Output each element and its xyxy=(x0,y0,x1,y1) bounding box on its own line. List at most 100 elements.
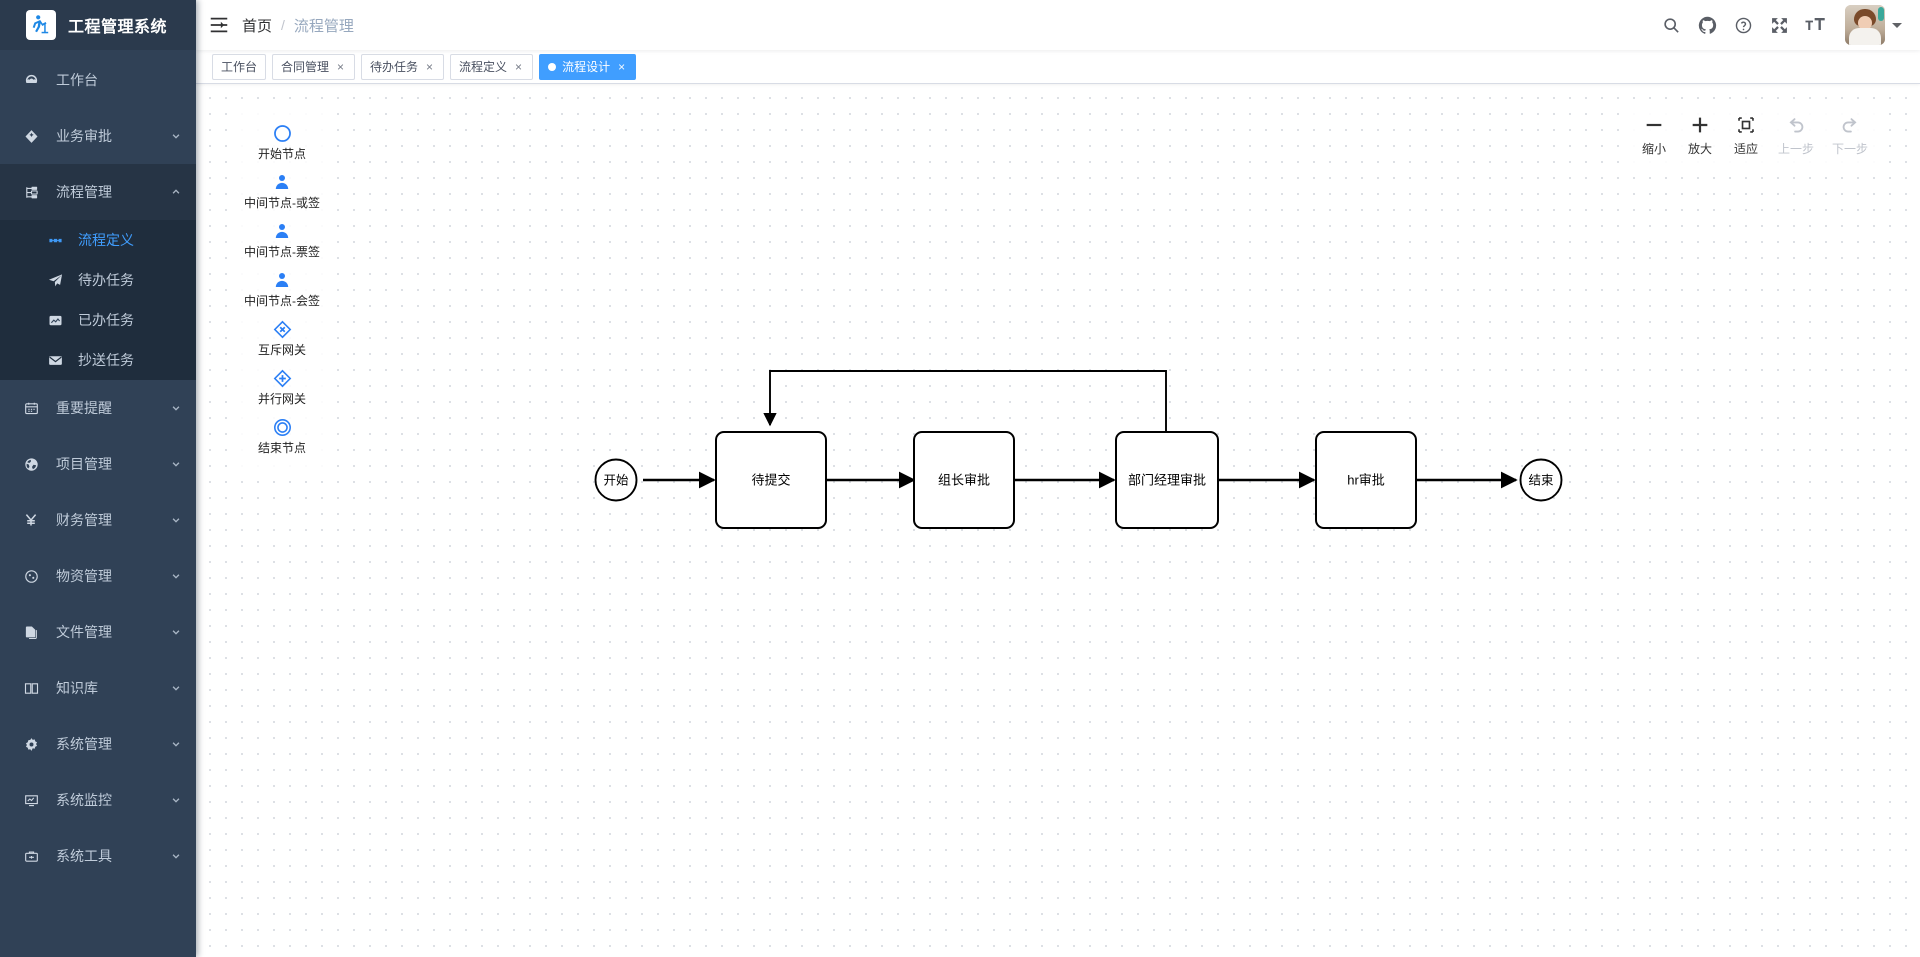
sidebar-item-todo-task[interactable]: 待办任务 xyxy=(0,260,196,300)
toolbox-icon xyxy=(20,849,42,864)
zoom-in-button[interactable]: 放大 xyxy=(1686,114,1714,157)
paper-plane-icon xyxy=(44,273,66,288)
font-size-icon[interactable] xyxy=(1797,0,1833,50)
user-task-icon xyxy=(272,220,292,242)
zoom-in-label: 放大 xyxy=(1687,142,1712,156)
chevron-down-icon[interactable] xyxy=(1892,22,1902,28)
tab-todo-task[interactable]: 待办任务 × xyxy=(361,53,445,80)
main-container: 首页 / 流程管理 xyxy=(196,0,1920,957)
sidebar-item-business-approval[interactable]: 业务审批 xyxy=(0,108,196,164)
tab-flow-definition[interactable]: 流程定义 × xyxy=(450,53,534,80)
sidebar-item-system-monitor[interactable]: 系统监控 xyxy=(0,772,196,828)
redo-button[interactable]: 下一步 xyxy=(1832,114,1868,157)
sidebar-item-label: 文件管理 xyxy=(56,624,112,640)
sidebar-item-finance-management[interactable]: 财务管理 xyxy=(0,492,196,548)
palette-item-label: 中间节点-票签 xyxy=(244,245,320,259)
chevron-down-icon xyxy=(170,795,182,805)
user-task-icon xyxy=(272,171,292,193)
monitor-icon xyxy=(20,793,42,808)
sidebar-item-flow-management[interactable]: 流程管理 xyxy=(0,164,196,220)
done-task-icon xyxy=(44,313,66,328)
close-icon[interactable]: × xyxy=(515,59,523,74)
close-icon[interactable]: × xyxy=(618,59,626,74)
undo-button[interactable]: 上一步 xyxy=(1778,114,1814,157)
sidebar-item-label: 重要提醒 xyxy=(56,400,112,416)
sidebar-menu: 工作台 业务审批 xyxy=(0,50,196,957)
flow-designer-canvas[interactable]: 开始节点 中间节点-或签 中间节 xyxy=(196,84,1920,957)
sidebar-item-flow-definition[interactable]: 流程定义 xyxy=(0,220,196,260)
sidebar-item-system-tools[interactable]: 系统工具 xyxy=(0,828,196,884)
logo-bar[interactable]: 工程管理系统 xyxy=(0,0,196,50)
sidebar-item-label: 工作台 xyxy=(56,72,98,88)
node-end[interactable]: 结束 xyxy=(1519,458,1563,502)
tab-label: 流程设计 xyxy=(562,60,611,74)
sidebar-item-project-management[interactable]: 项目管理 xyxy=(0,436,196,492)
tab-flow-design[interactable]: 流程设计 × xyxy=(539,53,637,80)
end-circle-icon xyxy=(272,416,293,438)
user-menu[interactable] xyxy=(1845,5,1902,45)
palette-item-mid-node-ticket-sign[interactable]: 中间节点-票签 xyxy=(236,214,328,263)
help-circle-icon[interactable] xyxy=(1725,0,1761,50)
palette-item-mid-node-countersign[interactable]: 中间节点-会签 xyxy=(236,263,328,312)
palette-item-start-node[interactable]: 开始节点 xyxy=(236,116,328,165)
chevron-down-icon xyxy=(170,403,182,413)
sidebar-item-system-management[interactable]: 系统管理 xyxy=(0,716,196,772)
github-icon[interactable] xyxy=(1689,0,1725,50)
user-task-icon xyxy=(272,269,292,291)
hamburger-menu-icon[interactable] xyxy=(196,0,242,50)
flow-icon xyxy=(20,185,42,200)
node-hr-approval[interactable]: hr审批 xyxy=(1315,431,1417,529)
sidebar-item-cc-task[interactable]: 抄送任务 xyxy=(0,340,196,380)
sidebar-item-knowledge-base[interactable]: 知识库 xyxy=(0,660,196,716)
avatar[interactable] xyxy=(1845,5,1885,45)
flow-diagram[interactable]: 开始 待提交 组长审批 部门经理审批 xyxy=(196,84,1920,957)
tab-label: 流程定义 xyxy=(459,60,508,74)
sidebar-item-label: 知识库 xyxy=(56,680,98,696)
redo-icon xyxy=(1839,114,1861,136)
breadcrumb-item-flow-management[interactable]: 流程管理 xyxy=(293,17,354,35)
node-manager-approval[interactable]: 部门经理审批 xyxy=(1115,431,1219,529)
chevron-down-icon xyxy=(170,571,182,581)
chevron-down-icon xyxy=(170,851,182,861)
chevron-down-icon xyxy=(170,739,182,749)
worker-surveyor-icon xyxy=(26,10,56,40)
fullscreen-icon[interactable] xyxy=(1761,0,1797,50)
sidebar-item-workbench[interactable]: 工作台 xyxy=(0,52,196,108)
search-icon[interactable] xyxy=(1653,0,1689,50)
sidebar-item-done-task[interactable]: 已办任务 xyxy=(0,300,196,340)
palette-item-label: 中间节点-会签 xyxy=(244,294,320,308)
palette-item-exclusive-gateway[interactable]: 互斥网关 xyxy=(236,312,328,361)
yen-icon xyxy=(20,512,42,528)
sidebar-item-label: 系统工具 xyxy=(56,848,112,864)
sidebar-item-label: 流程定义 xyxy=(78,232,134,248)
chevron-down-icon xyxy=(170,683,182,693)
sidebar-item-important-reminder[interactable]: 重要提醒 xyxy=(0,380,196,436)
sidebar-item-label: 系统管理 xyxy=(56,736,112,752)
tab-contract-management[interactable]: 合同管理 × xyxy=(272,53,356,80)
chevron-down-icon xyxy=(170,627,182,637)
node-palette: 开始节点 中间节点-或签 中间节 xyxy=(234,106,330,471)
node-submit[interactable]: 待提交 xyxy=(715,431,827,529)
fit-screen-button[interactable]: 适应 xyxy=(1732,114,1760,157)
palette-item-mid-node-or-sign[interactable]: 中间节点-或签 xyxy=(236,165,328,214)
palette-item-parallel-gateway[interactable]: 并行网关 xyxy=(236,361,328,410)
close-icon[interactable]: × xyxy=(337,59,345,74)
tab-workbench[interactable]: 工作台 xyxy=(212,53,267,80)
flow-definition-icon xyxy=(44,233,66,248)
tab-label: 合同管理 xyxy=(281,60,330,74)
zoom-out-button[interactable]: 缩小 xyxy=(1640,114,1668,157)
zoom-toolbar: 缩小 放大 适应 xyxy=(1623,106,1884,163)
sidebar-submenu-flow-management: 流程定义 待办任务 xyxy=(0,220,196,380)
node-start[interactable]: 开始 xyxy=(594,458,638,502)
sidebar-item-file-management[interactable]: 文件管理 xyxy=(0,604,196,660)
palette-item-end-node[interactable]: 结束节点 xyxy=(236,410,328,459)
sidebar-item-label: 系统监控 xyxy=(56,792,112,808)
node-leader-approval[interactable]: 组长审批 xyxy=(913,431,1015,529)
sidebar-item-label: 已办任务 xyxy=(78,312,134,328)
close-icon[interactable]: × xyxy=(426,59,434,74)
sidebar-item-material-management[interactable]: 物资管理 xyxy=(0,548,196,604)
start-circle-icon xyxy=(272,122,293,144)
book-icon xyxy=(20,681,42,696)
navbar: 首页 / 流程管理 xyxy=(196,0,1920,50)
undo-label: 上一步 xyxy=(1777,142,1814,156)
